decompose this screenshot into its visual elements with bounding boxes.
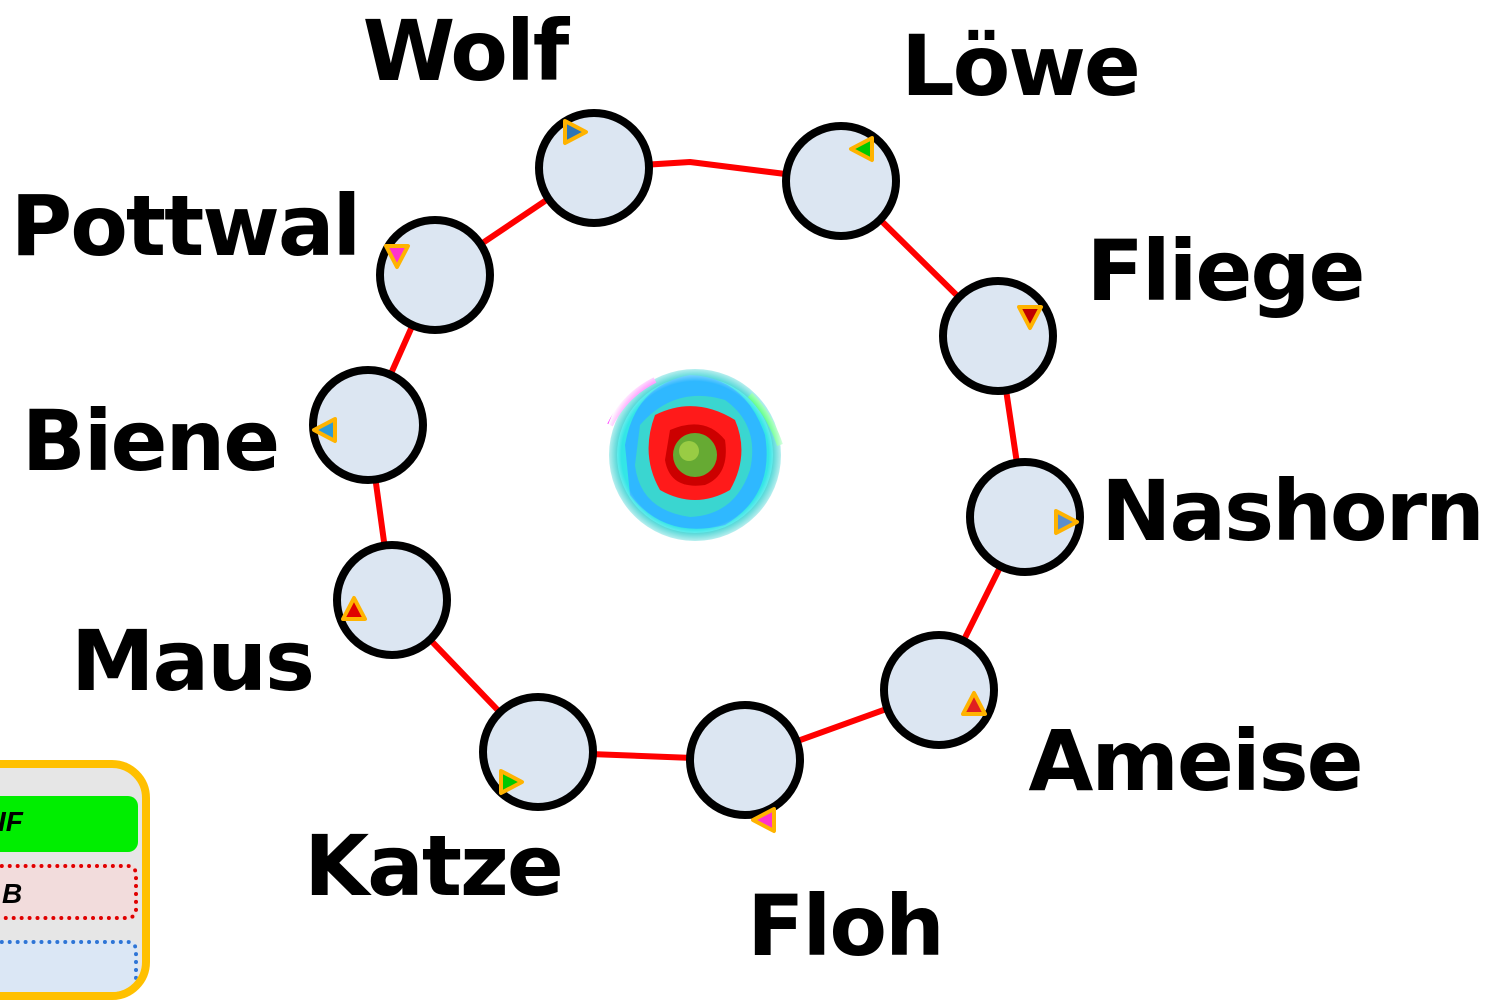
pointer-icon-pottwal [384, 244, 410, 269]
node-circle-floh[interactable] [686, 701, 804, 819]
node-label-loewe: Löwe [901, 17, 1139, 115]
pointer-icon-maus [341, 596, 367, 621]
node-floh[interactable]: Floh [686, 701, 945, 963]
pointer-icon-nashorn [1054, 509, 1079, 535]
node-wolf[interactable]: Wolf [363, 2, 653, 227]
pointer-icon-loewe [849, 136, 874, 162]
if-button[interactable]: IF [0, 796, 138, 852]
pointer-icon-fliege [1017, 305, 1043, 330]
node-circle-pottwal[interactable] [376, 216, 494, 334]
node-circle-loewe[interactable] [782, 122, 900, 240]
node-pottwal[interactable]: Pottwal [11, 177, 494, 334]
node-katze[interactable]: Katze [304, 693, 597, 915]
pointer-icon-ameise [961, 691, 987, 716]
node-circle-maus[interactable] [333, 541, 451, 659]
node-label-katze: Katze [304, 817, 562, 915]
node-label-biene: Biene [22, 392, 279, 490]
node-biene[interactable]: Biene [22, 366, 427, 490]
node-label-maus: Maus [71, 612, 313, 710]
pointer-icon-floh [751, 807, 776, 833]
node-maus[interactable]: Maus [71, 541, 451, 710]
node-label-wolf: Wolf [363, 2, 571, 100]
node-fliege[interactable]: Fliege [939, 222, 1366, 395]
node-loewe[interactable]: Löwe [782, 17, 1141, 240]
node-label-nashorn: Nashorn [1101, 462, 1483, 560]
pointer-icon-wolf [563, 119, 588, 145]
b-button[interactable]: B [0, 864, 138, 920]
pointer-icon-katze [499, 769, 524, 795]
node-circle-nashorn[interactable] [966, 458, 1084, 576]
node-circle-fliege[interactable] [939, 277, 1057, 395]
node-label-pottwal: Pottwal [11, 177, 360, 275]
node-label-ameise: Ameise [1028, 712, 1361, 810]
pointer-icon-biene [312, 417, 337, 443]
flower-image [603, 363, 787, 547]
node-label-fliege: Fliege [1086, 222, 1363, 320]
node-label-floh: Floh [747, 877, 943, 963]
node-circle-biene[interactable] [309, 366, 427, 484]
node-circle-wolf[interactable] [535, 109, 653, 227]
node-ameise[interactable]: Ameise [880, 631, 1364, 810]
control-panel: IF B [0, 760, 150, 1000]
node-circle-ameise[interactable] [880, 631, 998, 749]
node-nashorn[interactable]: Nashorn [966, 458, 1485, 576]
third-button[interactable] [0, 940, 138, 992]
